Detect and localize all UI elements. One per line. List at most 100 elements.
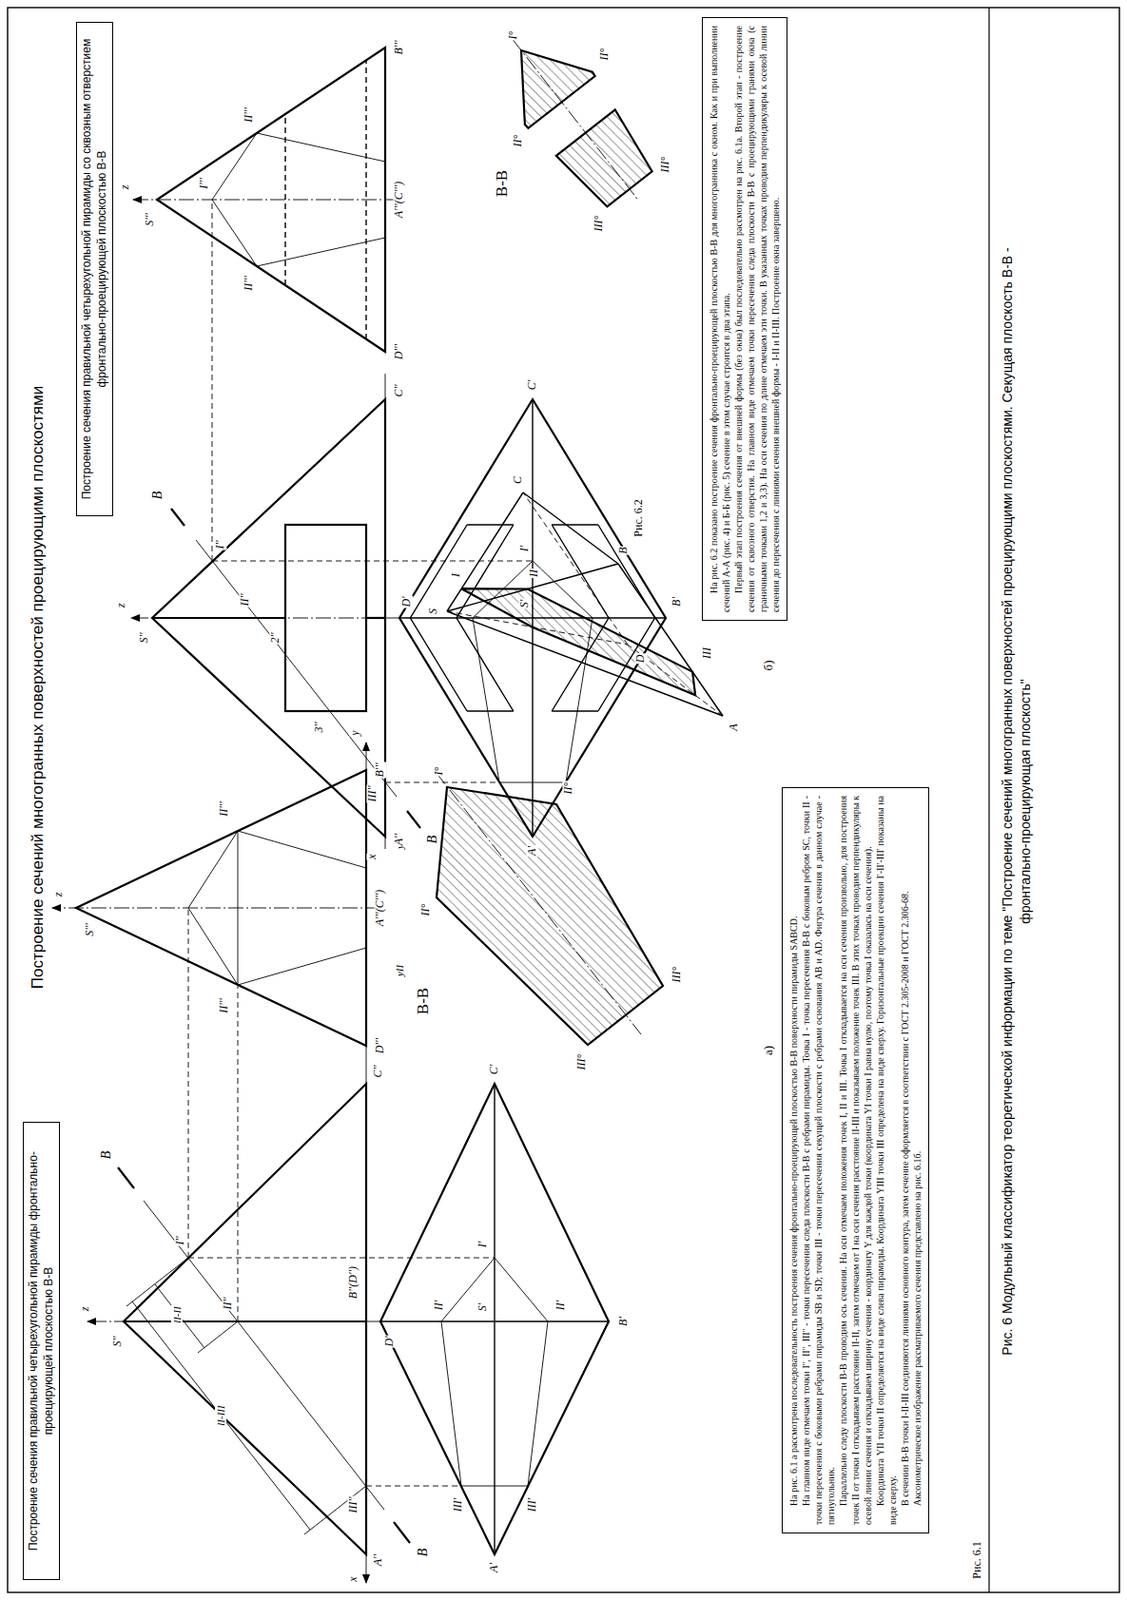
- front-view-6-2: [131, 199, 533, 850]
- point-label: III°: [670, 966, 683, 985]
- point-label: I: [449, 572, 463, 579]
- paragraph: Координата YII точки II определяется на …: [874, 796, 899, 1526]
- point-label: 3'': [312, 720, 326, 734]
- point-label: III°: [575, 1053, 588, 1072]
- sheet-frame-line: [988, 7, 990, 1594]
- point-label: I°: [432, 766, 446, 778]
- subfigure-label: а): [761, 1045, 776, 1057]
- plane-label: В: [150, 490, 165, 502]
- heading-box: Построение сечения правильной четырехуго…: [22, 1122, 60, 1581]
- top-view-6-2-line: [598, 524, 656, 712]
- side-view-6-2: [133, 47, 400, 352]
- front-view-6-2-line: [152, 617, 286, 620]
- front-view-6-1-line: [132, 1301, 311, 1531]
- plane-label: В: [415, 1548, 430, 1559]
- point-label: III'': [366, 784, 379, 803]
- top-view-6-2-line: [532, 617, 666, 619]
- figure-number: Рис. 6.2: [632, 498, 645, 538]
- point-label: II''': [217, 800, 231, 818]
- axis-label: z: [52, 892, 65, 899]
- axonometric-6-1: [446, 492, 723, 717]
- top-view-6-2-line: [466, 710, 514, 712]
- point-label: D''': [373, 1037, 387, 1055]
- front-view-6-2-line: [171, 508, 185, 526]
- point-label: A: [727, 722, 740, 732]
- front-view-6-1-line: [123, 1084, 367, 1555]
- front-view-6-1-line: [197, 1321, 238, 1354]
- paragraph: На главном виде отмечаем точки I'', II''…: [799, 796, 837, 1526]
- top-view-6-2-line: [531, 399, 533, 619]
- point-label: C'': [392, 383, 406, 398]
- side-view-6-2-line: [212, 133, 386, 267]
- top-view-6-2-line: [531, 618, 533, 837]
- point-label: I''': [197, 176, 211, 191]
- point-label: D': [383, 1335, 396, 1348]
- axis-label: z: [118, 184, 132, 192]
- point-label: II''': [242, 106, 255, 124]
- axis-label: x: [347, 1575, 360, 1583]
- point-label: S': [518, 599, 531, 610]
- axis-label: x: [366, 853, 379, 860]
- paragraph: В сечении В-В точки I-II-III соединяются…: [898, 796, 912, 1526]
- heading-box: Построение сечения правильной четырехуго…: [76, 21, 114, 517]
- top-view-6-2-line: [551, 710, 599, 712]
- front-view-6-2-line: [407, 811, 421, 829]
- plane-label: В: [425, 835, 440, 846]
- side-view-6-1: [52, 742, 381, 1054]
- point-label: D: [634, 654, 647, 665]
- top-view-6-2-line: [466, 524, 514, 525]
- heading-text: Построение сечения правильной четырехуго…: [26, 1128, 57, 1574]
- paragraph: Аксонометрическое изображение рассматрив…: [911, 796, 924, 1526]
- front-view-6-1-line: [143, 1201, 385, 1511]
- point-label: III': [451, 1497, 465, 1515]
- point-label: A'''(C'''): [373, 889, 387, 929]
- point-label: II''': [217, 997, 231, 1015]
- front-view-6-2-line: [385, 782, 500, 784]
- point-label: III°: [659, 155, 672, 175]
- side-view-6-1-line: [52, 908, 381, 910]
- top-view-6-2-line: [472, 561, 593, 783]
- top-view-6-2-line: [551, 524, 599, 525]
- sheet-frame-line: [7, 7, 1120, 1594]
- section-6-2-line: [521, 50, 596, 129]
- top-view-6-2-line: [399, 399, 666, 837]
- point-label: I'': [213, 539, 227, 550]
- paragraph: Первый этап построения сечения от внешне…: [732, 25, 782, 613]
- paragraph: На рис. 6.1 а рассмотрена последовательн…: [787, 796, 800, 1526]
- side-view-6-2-line: [365, 59, 367, 340]
- section-6-1-line: [436, 787, 663, 1046]
- point-label: S''': [83, 922, 97, 938]
- top-view-6-1-line: [380, 1321, 495, 1322]
- point-label: II': [432, 1300, 446, 1313]
- sheet-frame: [7, 7, 1120, 1594]
- front-view-6-1-line: [188, 1258, 495, 1260]
- side-view-6-2-line: [133, 199, 400, 201]
- point-label: B': [670, 596, 683, 608]
- front-view-6-2-line: [212, 561, 533, 563]
- point-label: B: [617, 545, 630, 555]
- section-6-2: [512, 38, 653, 207]
- top-view-6-1-line: [494, 1321, 609, 1322]
- point-label: III°: [592, 214, 605, 234]
- text-box: На рис. 6.1 а рассмотрена последовательн…: [781, 787, 930, 1535]
- point-label: B''': [392, 38, 406, 56]
- point-label: C: [511, 475, 525, 486]
- front-view-6-2-line: [152, 399, 386, 837]
- top-view-6-1-line: [441, 1258, 548, 1487]
- point-label: B''': [373, 761, 387, 778]
- point-label: I°: [506, 30, 520, 41]
- front-view-6-1-line: [117, 1167, 135, 1189]
- top-view-6-1: [380, 1084, 609, 1555]
- point-label: II: [527, 568, 541, 579]
- axis-label: z: [78, 1306, 92, 1314]
- top-view-6-2-line: [456, 524, 514, 712]
- axis-label: y: [349, 729, 362, 737]
- top-view-6-2-line: [409, 524, 467, 712]
- front-view-6-2-line: [131, 618, 400, 620]
- front-view-6-2-line: [285, 524, 367, 712]
- point-label: A': [525, 845, 539, 857]
- axonometric-6-1-line: [523, 492, 619, 564]
- point-label: A'': [371, 1554, 385, 1568]
- point-label: III: [700, 646, 714, 661]
